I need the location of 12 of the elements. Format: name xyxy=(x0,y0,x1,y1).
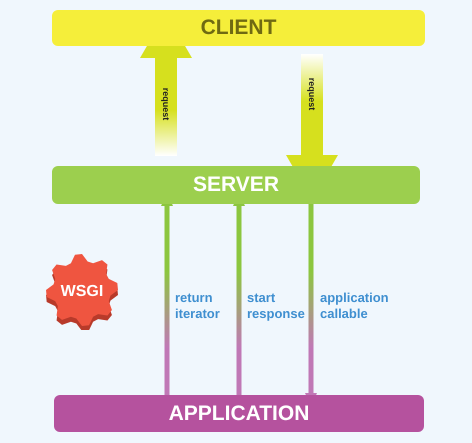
edge-label: request xyxy=(307,76,317,112)
client-box xyxy=(52,10,425,46)
application-box xyxy=(54,395,424,432)
box-title: CLIENT xyxy=(200,16,276,40)
edge-label: application callable xyxy=(320,290,386,322)
box-title: SERVER xyxy=(193,173,279,197)
edge-label: start response xyxy=(247,290,306,322)
badge-label: WSGI xyxy=(60,283,104,301)
edge-label: request xyxy=(161,86,171,122)
server-box xyxy=(52,166,420,204)
box-title: APPLICATION xyxy=(168,402,310,426)
edge-label: return iterator xyxy=(175,290,221,322)
